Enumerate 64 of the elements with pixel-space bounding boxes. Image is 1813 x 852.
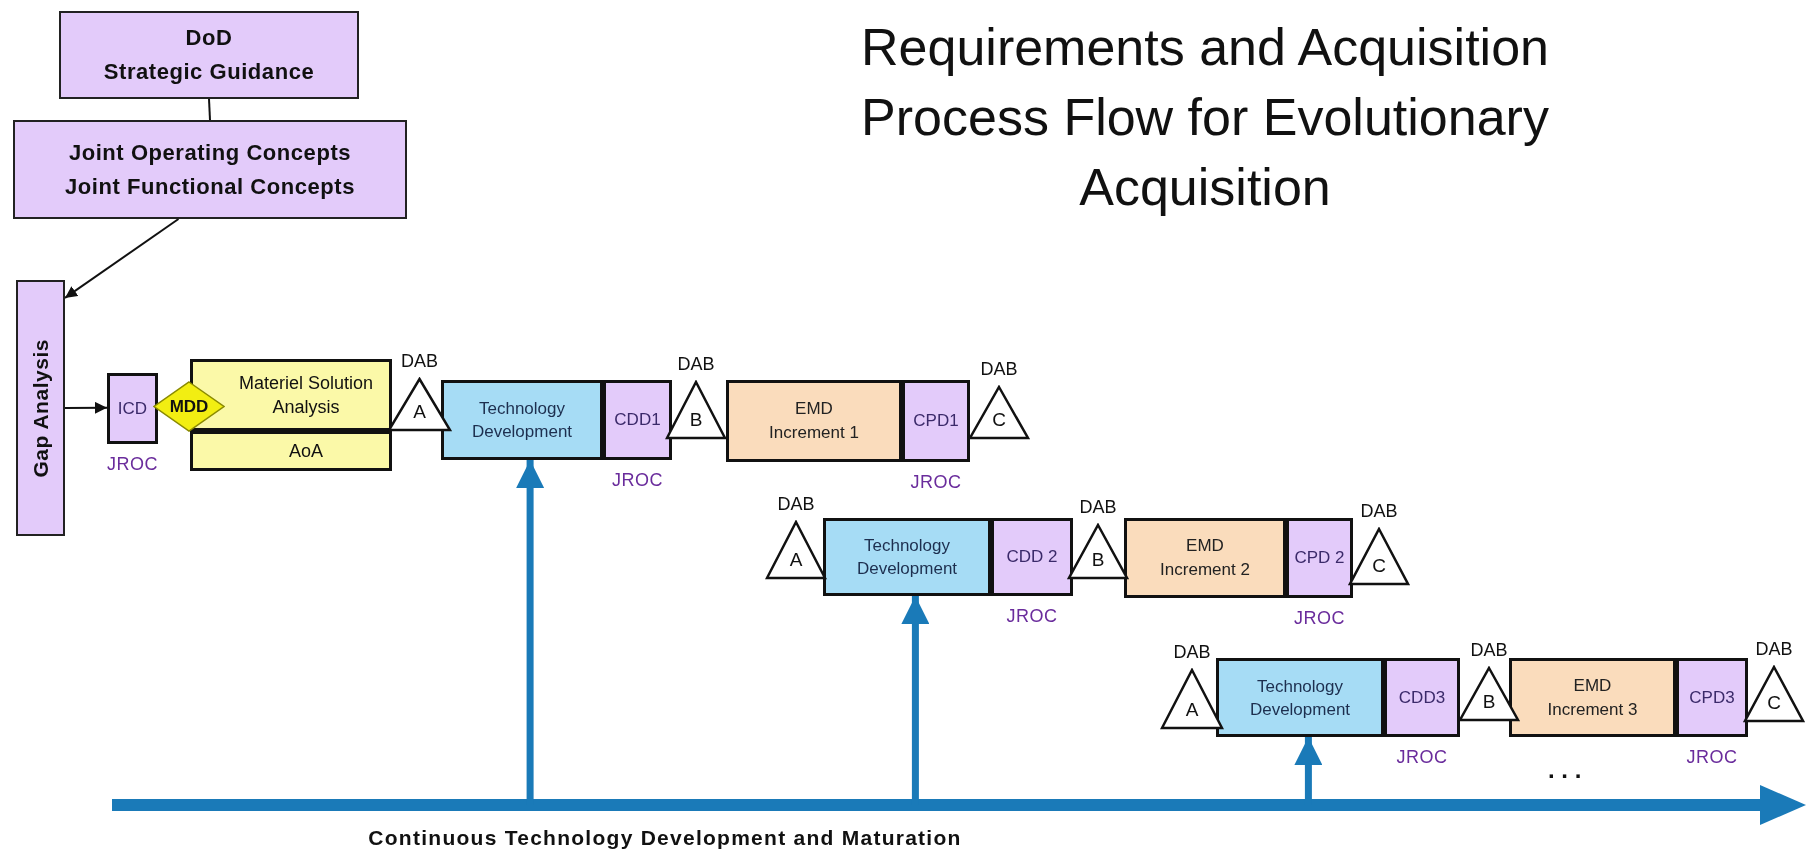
- node-text: CPD3: [1689, 686, 1735, 709]
- milestone-letter: A: [413, 399, 426, 424]
- node-caption: DAB: [1360, 500, 1398, 523]
- phase-box: [441, 380, 603, 460]
- node-text: Strategic Guidance: [103, 58, 315, 86]
- milestone-letter: B: [1482, 689, 1496, 714]
- milestone-letter: B: [1091, 547, 1105, 572]
- milestone-letter: A: [789, 547, 803, 572]
- analysis-bar: [16, 280, 65, 536]
- node-text: Materiel Solution Analysis: [237, 372, 375, 419]
- node-text: EMD: [1573, 674, 1612, 697]
- ellipsis-text: . . .: [1548, 755, 1582, 785]
- node-text: Gap Analysis: [27, 338, 53, 478]
- node-caption: JROC: [1294, 607, 1345, 630]
- phase-box: [823, 518, 991, 596]
- node-text: EMD: [795, 398, 833, 420]
- milestone-letter: C: [992, 407, 1006, 432]
- node-text: CDD 2: [1006, 546, 1058, 569]
- node-caption: DAB: [1079, 496, 1117, 519]
- guidance-box: [13, 120, 407, 219]
- phase-box: [190, 431, 392, 471]
- milestone-letter: C: [1767, 690, 1781, 715]
- phase-box: [1216, 658, 1384, 737]
- node-caption: JROC: [1686, 746, 1738, 769]
- node-caption: JROC: [107, 453, 158, 476]
- node-caption: DAB: [777, 493, 815, 516]
- phase-box: [1124, 518, 1286, 598]
- node-text: CPD1: [913, 410, 959, 433]
- phase-box: [726, 380, 902, 462]
- node-text: Technology Development: [470, 398, 574, 443]
- node-text: Joint Functional Concepts: [65, 172, 355, 201]
- node-caption: DAB: [1755, 638, 1793, 661]
- node-caption: DAB: [401, 350, 438, 373]
- node-text: CPD 2: [1294, 547, 1345, 570]
- milestone-letter: C: [1372, 553, 1386, 578]
- node-text: Joint Operating Concepts: [68, 138, 352, 167]
- node-caption: JROC: [1396, 746, 1448, 769]
- node-text: Technology Development: [1248, 675, 1352, 721]
- guidance-box: [59, 11, 359, 99]
- node-text: CDD3: [1398, 686, 1446, 709]
- node-caption: DAB: [677, 353, 715, 376]
- node-text: CDD1: [614, 409, 661, 432]
- node-caption: JROC: [612, 469, 663, 492]
- node-text: MDD: [169, 395, 209, 418]
- phase-box: [1509, 658, 1676, 737]
- node-caption: JROC: [1006, 605, 1058, 628]
- axis-label: Continuous Technology Development and Maturation: [367, 825, 963, 851]
- node-caption: DAB: [1173, 641, 1211, 664]
- arrow: [64, 218, 180, 299]
- node-text: AoA: [289, 440, 323, 463]
- node-text: DoD: [185, 24, 233, 52]
- node-text: Increment 1: [769, 422, 859, 444]
- arrow: [64, 401, 108, 414]
- node-text: Increment 3: [1547, 698, 1638, 721]
- node-text: Technology Development: [855, 535, 959, 580]
- node-caption: JROC: [910, 471, 962, 494]
- node-text: EMD: [1186, 535, 1224, 557]
- node-caption: DAB: [1470, 639, 1508, 662]
- milestone-letter: A: [1185, 697, 1199, 722]
- milestone-letter: B: [689, 407, 703, 432]
- diagram-title: Requirements and Acquisition Process Flow for Evolutionary Acquisition: [860, 17, 1550, 218]
- node-caption: DAB: [980, 358, 1018, 381]
- node-text: ICD: [117, 397, 148, 420]
- node-text: Increment 2: [1160, 559, 1250, 581]
